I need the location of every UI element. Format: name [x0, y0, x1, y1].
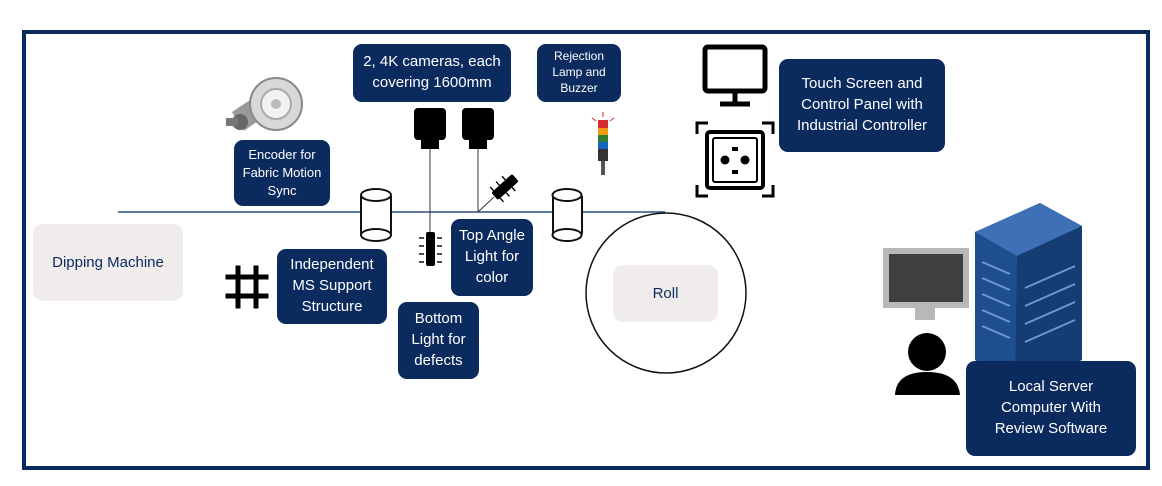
left-roller-icon — [360, 188, 392, 242]
encoder-label: Encoder for Fabric Motion Sync — [234, 140, 330, 206]
camera-right-icon — [462, 108, 494, 212]
diagram-frame — [22, 30, 1150, 470]
touch-screen-label: Touch Screen and Control Panel with Indu… — [779, 59, 945, 152]
encoder-icon — [226, 77, 303, 131]
support-structure-icon — [225, 265, 269, 309]
roll-box: Roll — [613, 265, 718, 322]
local-server-label: Local Server Computer With Review Softwa… — [966, 361, 1136, 456]
rejection-lamp-icon — [591, 112, 615, 175]
top-angle-light-label: Top Angle Light for color — [451, 219, 533, 296]
cameras-label: 2, 4K cameras, each covering 1600mm — [353, 44, 511, 102]
camera-left-icon — [414, 108, 446, 232]
right-roller-icon — [551, 188, 583, 242]
roll-circle — [585, 212, 747, 374]
workstation-monitor-icon — [883, 248, 969, 320]
dipping-machine-box: Dipping Machine — [33, 224, 183, 301]
support-structure-label: Independent MS Support Structure — [277, 249, 387, 324]
control-panel-dots — [720, 147, 750, 174]
top-angle-light-icon — [477, 174, 518, 213]
touch-screen-monitor-icon — [702, 44, 768, 107]
bottom-light-icon — [419, 232, 442, 266]
server-tower-icon — [975, 203, 1082, 386]
control-panel-icon — [695, 121, 775, 198]
bottom-light-label: Bottom Light for defects — [398, 302, 479, 379]
user-person-icon — [895, 333, 960, 395]
rejection-lamp-label: Rejection Lamp and Buzzer — [537, 44, 621, 102]
